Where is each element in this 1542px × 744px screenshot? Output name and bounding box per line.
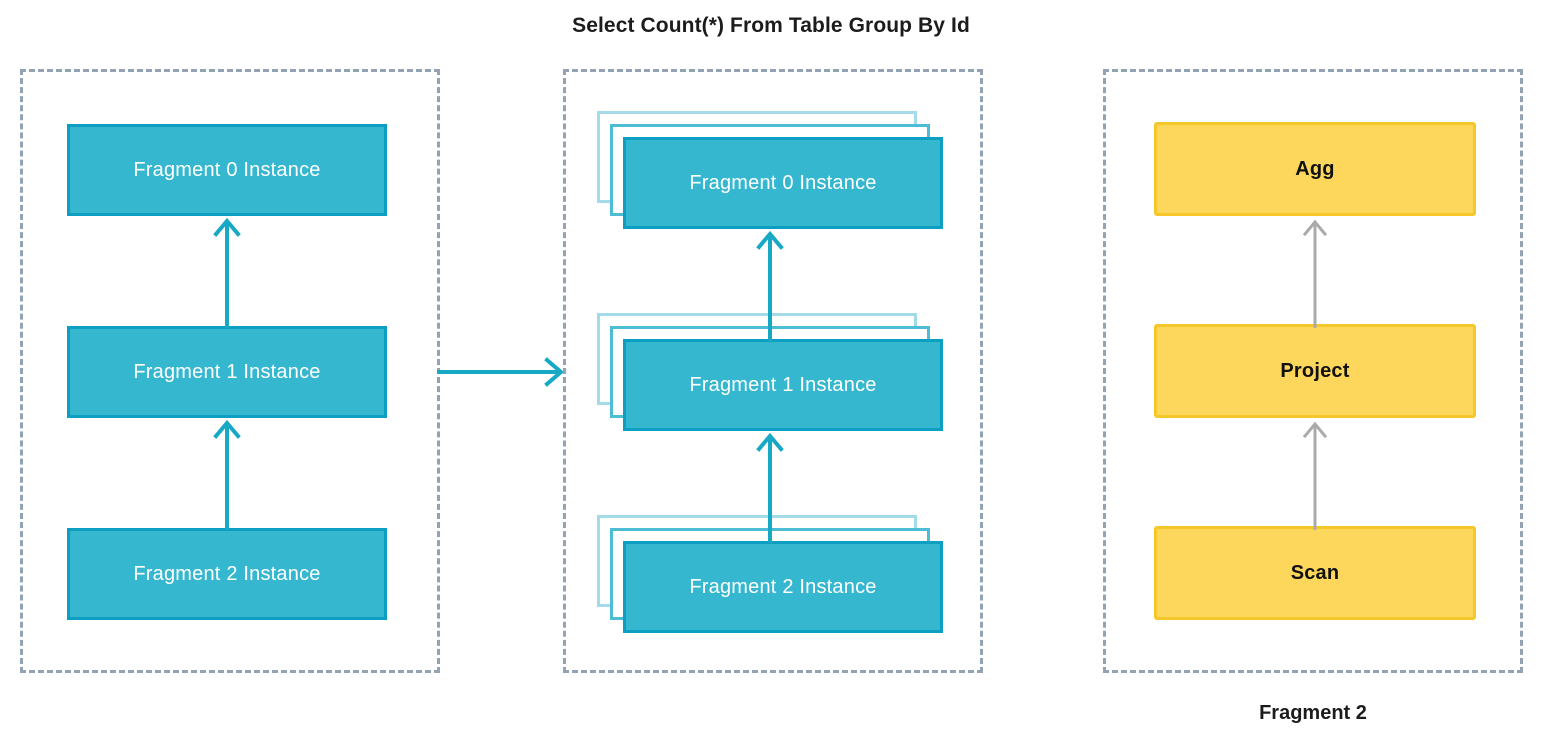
node-fragment-2-instance[interactable]: Fragment 2 Instance	[67, 528, 387, 620]
arrow-up-icon	[1302, 219, 1328, 328]
panel-fragment-detail	[1103, 69, 1523, 673]
stack-fragment-0-instances[interactable]: Fragment 0 Instance	[597, 111, 943, 229]
arrow-up-icon	[213, 419, 241, 530]
arrow-right-icon	[437, 357, 565, 387]
arrow-up-icon	[756, 432, 784, 543]
stack-fragment-2-instances[interactable]: Fragment 2 Instance	[597, 515, 943, 633]
node-scan[interactable]: Scan	[1154, 526, 1476, 620]
page-title: Select Count(*) From Table Group By Id	[572, 14, 970, 37]
arrow-up-icon	[1302, 421, 1328, 530]
node-fragment-1-instance[interactable]: Fragment 1 Instance	[67, 326, 387, 418]
panel-parallel-instances	[563, 69, 983, 673]
arrow-up-icon	[213, 217, 241, 328]
node-agg[interactable]: Agg	[1154, 122, 1476, 216]
node-project[interactable]: Project	[1154, 324, 1476, 418]
node-fragment-0-instance[interactable]: Fragment 0 Instance	[67, 124, 387, 216]
arrow-up-icon	[756, 230, 784, 341]
stack-layer-front[interactable]: Fragment 2 Instance	[623, 541, 943, 633]
stack-layer-front[interactable]: Fragment 0 Instance	[623, 137, 943, 229]
stack-layer-front[interactable]: Fragment 1 Instance	[623, 339, 943, 431]
fragment-caption: Fragment 2	[1259, 702, 1367, 724]
